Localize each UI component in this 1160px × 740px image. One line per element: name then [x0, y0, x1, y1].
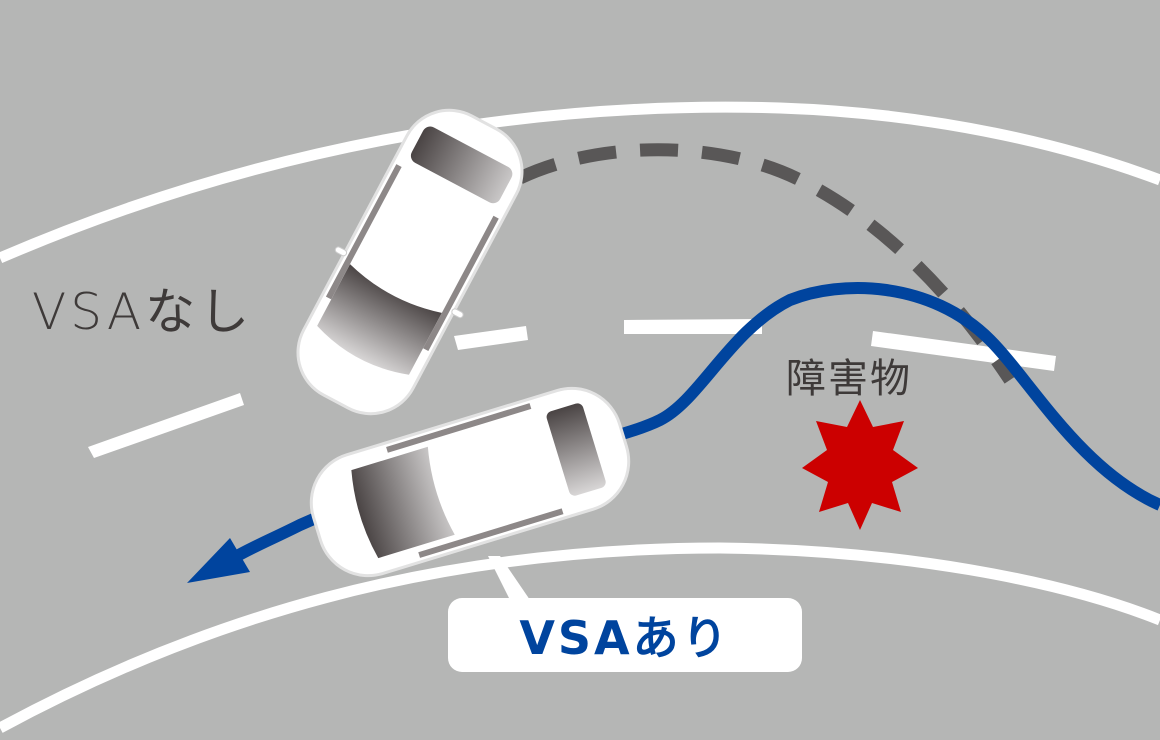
callout-pointer	[488, 556, 530, 600]
car-with-vsa	[309, 386, 631, 578]
label-without-vsa: VSAなし	[32, 283, 254, 341]
callout-with-vsa: VSAあり	[448, 598, 802, 672]
no-vsa-trajectory	[517, 143, 1016, 384]
label-obstacle: 障害物	[786, 356, 912, 402]
vsa-arrowhead-icon	[187, 538, 250, 583]
road-edge-lower	[0, 542, 1160, 733]
road-edge-upper	[0, 101, 1160, 264]
label-with-vsa: VSAあり	[519, 611, 731, 665]
car-without-vsa	[296, 108, 524, 416]
obstacle-burst-icon	[802, 400, 918, 530]
